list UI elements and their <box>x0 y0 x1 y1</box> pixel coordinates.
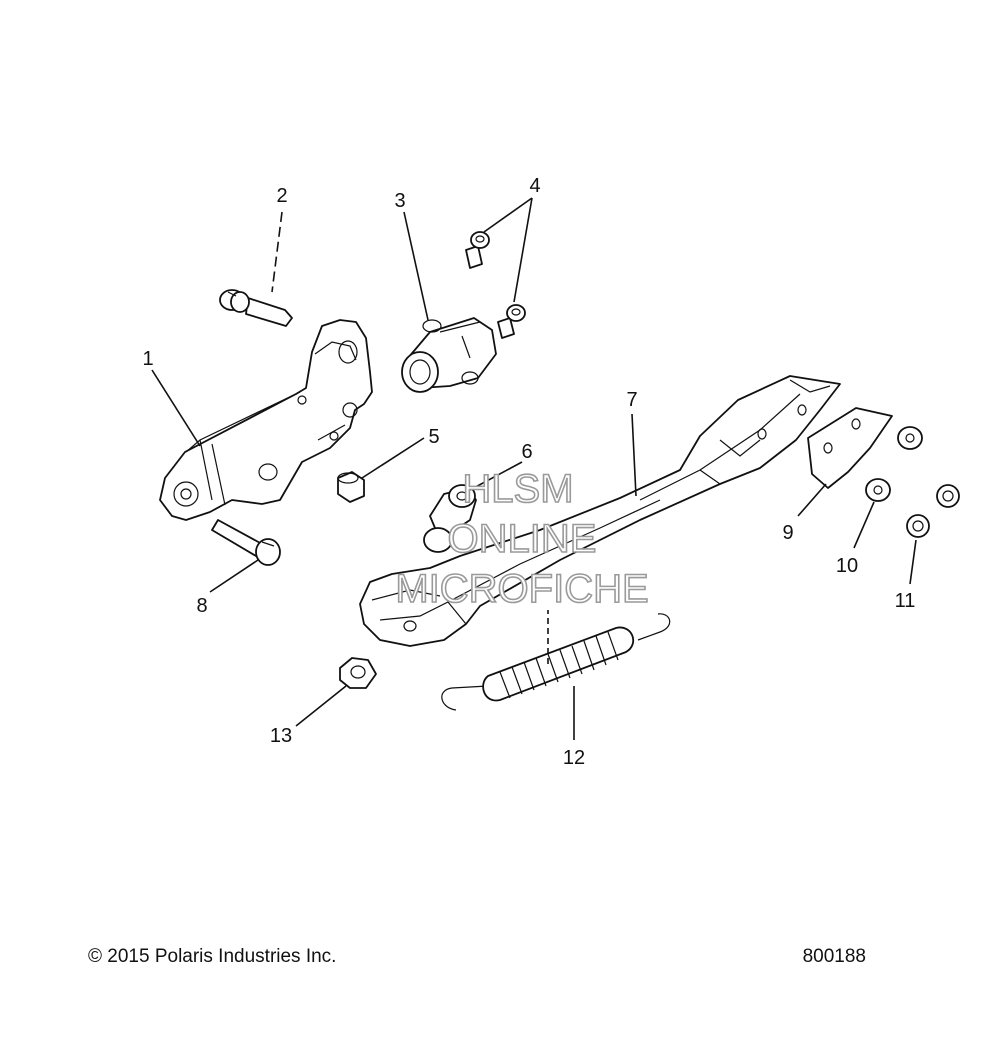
part-5-plug <box>337 471 365 503</box>
callout-labels: 1 2 3 4 5 6 7 8 9 10 11 12 13 <box>142 175 915 769</box>
callout-3: 3 <box>394 190 405 212</box>
part-11-washers <box>906 484 960 538</box>
callout-6: 6 <box>521 441 532 463</box>
watermark-line-1: HLSM <box>462 467 573 511</box>
part-13-nut <box>339 657 377 689</box>
watermark: HLSM ONLINE MICROFICHE <box>395 466 650 612</box>
leader-lines <box>151 197 917 740</box>
part-12-spring <box>441 613 671 711</box>
part-1-bracket <box>159 319 373 521</box>
callout-13: 13 <box>270 725 292 747</box>
copyright-text: © 2015 Polaris Industries Inc. <box>88 946 336 967</box>
diagram-number: 800188 <box>803 946 866 967</box>
callout-2: 2 <box>276 185 287 207</box>
part-4-screws <box>465 231 526 339</box>
callout-5: 5 <box>428 426 439 448</box>
part-6-bushing <box>423 484 477 553</box>
part-3-switch <box>401 317 497 393</box>
callout-10: 10 <box>836 555 858 577</box>
part-10-nuts <box>865 426 923 502</box>
callout-7: 7 <box>626 389 637 411</box>
part-8-bolt <box>211 519 281 566</box>
watermark-line-3: MICROFICHE <box>395 567 648 611</box>
part-9-plate <box>807 407 893 489</box>
part-7-side-stand <box>359 375 841 647</box>
callout-4: 4 <box>529 175 540 197</box>
callout-9: 9 <box>782 522 793 544</box>
callout-1: 1 <box>142 348 153 370</box>
callout-8: 8 <box>196 595 207 617</box>
watermark-line-2: ONLINE <box>448 517 597 561</box>
callout-12: 12 <box>563 747 585 769</box>
callout-11: 11 <box>895 590 916 612</box>
part-2-bolt <box>219 289 293 327</box>
